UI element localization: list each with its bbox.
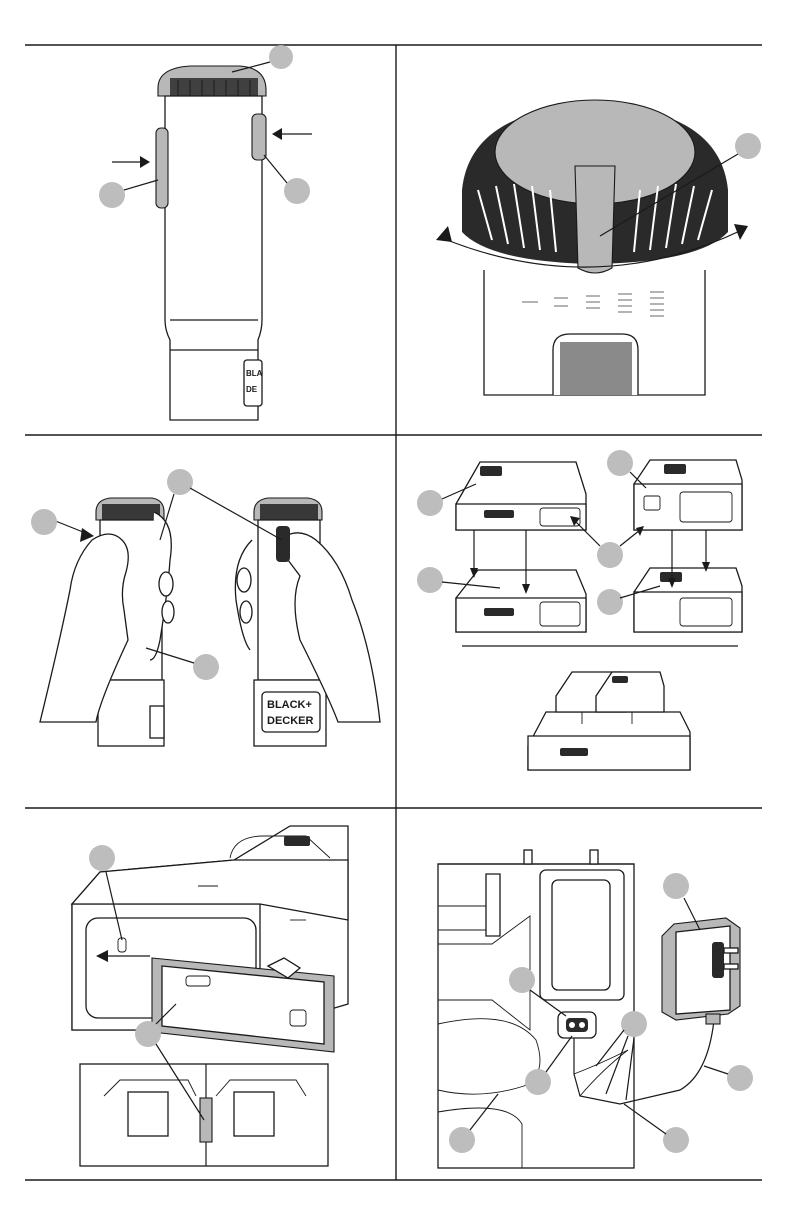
wall-adapter	[662, 918, 740, 1024]
callout-p2-tab	[735, 133, 761, 159]
callout-p3-arrow	[31, 509, 57, 535]
callout-p6-plug	[525, 1069, 551, 1095]
panel-5-battery-door	[72, 826, 348, 1166]
brand-badge-line1: BLACK+	[267, 699, 312, 711]
brand-badge-short-1: BLA	[246, 369, 263, 378]
pack-bottom-left	[456, 570, 586, 632]
callout-p6-adapter	[663, 873, 689, 899]
press-arrow-left	[112, 156, 150, 168]
rotate-arrow-left	[436, 226, 452, 242]
pack-bottom-right	[634, 568, 742, 632]
door-detail-inset	[80, 1064, 328, 1166]
rotate-arrow-right	[734, 224, 748, 240]
callout-p3-body	[193, 654, 219, 680]
callout-p5-door	[135, 1021, 161, 1047]
panel-4-battery-stack	[417, 450, 742, 770]
callout-p6-routing	[663, 1127, 689, 1153]
callout-p1-right	[284, 178, 310, 204]
panel-2-filter-cap	[436, 100, 761, 395]
panel-3-hand-grip: BLACK+ DECKER	[31, 469, 380, 746]
callout-p3-button	[167, 469, 193, 495]
right-release-button	[252, 114, 266, 160]
callout-p4-b	[607, 450, 633, 476]
cap-tab	[575, 166, 615, 273]
callout-p1-left	[99, 182, 125, 208]
left-release-button	[156, 128, 168, 208]
callout-p1-cap	[269, 45, 293, 69]
callout-p4-c	[597, 542, 623, 568]
pack-top-left	[456, 462, 586, 530]
panel-6-charger	[438, 850, 753, 1168]
brand-badge-line2: DECKER	[267, 715, 314, 727]
panel-1-handle: BLA DE	[99, 45, 312, 420]
callout-p6-socket	[509, 967, 535, 993]
press-arrow-right	[272, 128, 312, 140]
pack-top-right	[634, 460, 742, 530]
callout-p6-hose	[449, 1127, 475, 1153]
callout-p4-d	[417, 567, 443, 593]
callout-p6-cord	[727, 1065, 753, 1091]
callout-p5-slot	[89, 845, 115, 871]
stacked-assembly	[528, 672, 690, 770]
callout-p6-clips	[621, 1011, 647, 1037]
brand-badge-short-2: DE	[246, 385, 258, 394]
callout-p4-a	[417, 490, 443, 516]
callout-p4-e	[597, 589, 623, 615]
